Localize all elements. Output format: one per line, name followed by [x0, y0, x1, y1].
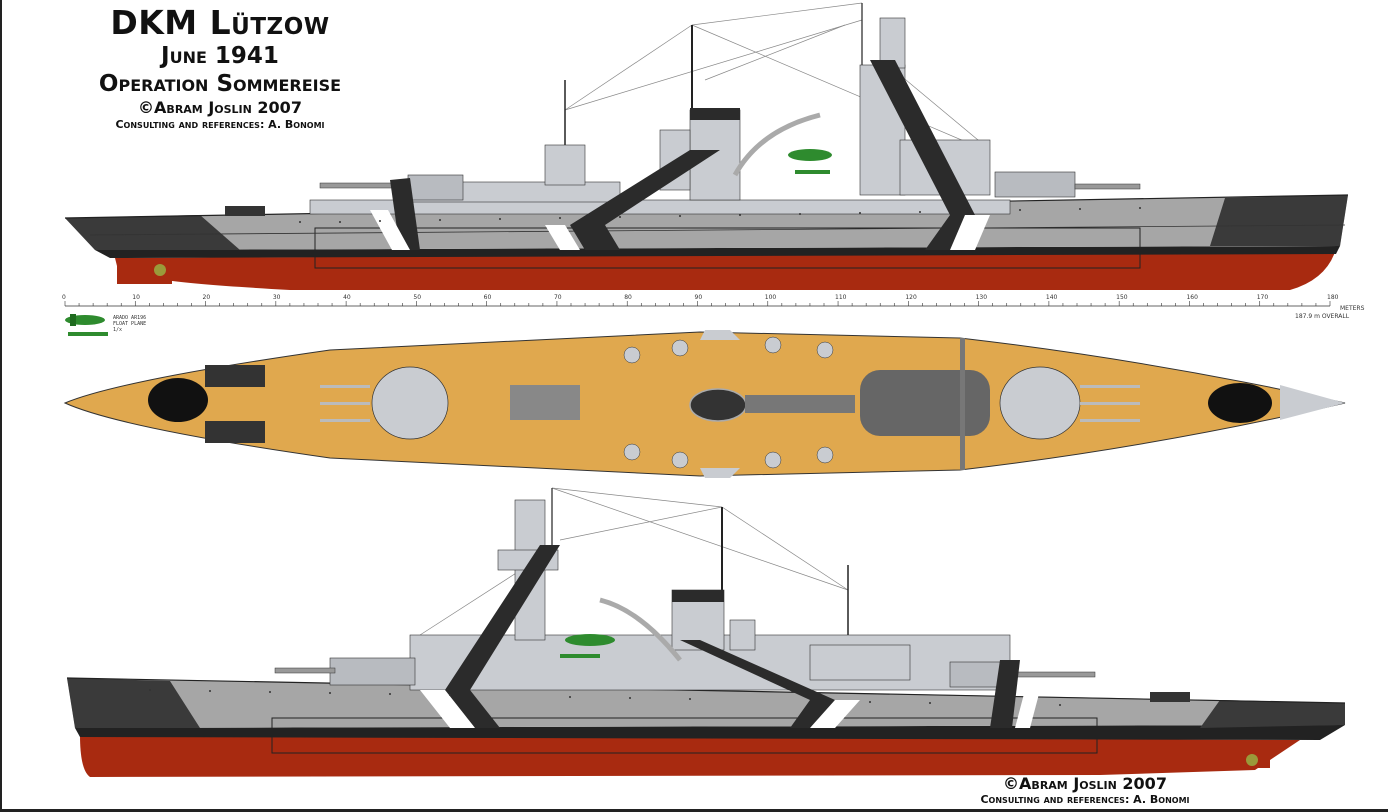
date-label: June 1941: [161, 43, 279, 69]
scale-tick-label: 160: [1186, 294, 1198, 301]
scale-tick-label: 70: [554, 294, 562, 301]
scale-tick-label: 0: [62, 294, 66, 301]
bow-damage: [1208, 383, 1272, 423]
bottom-aa-gun: [1150, 692, 1190, 702]
scale-tick-label: 50: [413, 294, 421, 301]
bottom-fore-turret: [329, 657, 416, 686]
scale-tick-label: 60: [484, 294, 492, 301]
floatplane-inset-label: ARADO AR196 FLOAT PLANE 1/x: [113, 315, 153, 333]
bottom-floatplane: [560, 634, 615, 658]
top-profile-view: [64, 2, 1349, 290]
consulting-label: Consulting and references: A. Bonomi: [115, 118, 325, 131]
title-block: DKM Lützow June 1941 Operation Sommereis…: [30, 4, 410, 132]
scale-tick-label: 170: [1257, 294, 1269, 301]
stern-damage: [148, 378, 208, 422]
stern-hatch-lower: [205, 421, 265, 443]
top-lower-hull-red: [115, 252, 1335, 290]
bottom-bow-dark: [67, 678, 200, 728]
floatplane-label-line-1: ARADO AR196: [113, 315, 147, 321]
copyright-label: ©Abram Joslin 2007: [138, 98, 302, 117]
top-aft-turret: [407, 174, 464, 201]
scale-overall-note: 187.9 m OVERALL: [1295, 313, 1350, 320]
bottom-profile-view: [66, 487, 1346, 777]
bottom-credit: ©Abram Joslin 2007 Consulting and refere…: [930, 774, 1240, 807]
scale-bar: 0 10 20 30 40 50 60 70 80 90 100 110 120 130 140 150 160…: [62, 294, 1339, 307]
plan-funnel: [689, 388, 747, 422]
plan-sponson-upper: [700, 330, 740, 340]
scale-tick-label: 30: [273, 294, 281, 301]
floatplane-label-line-3: 1/x: [113, 327, 123, 333]
ship-name: DKM Lützow: [110, 3, 330, 42]
plan-aft-turret: [320, 366, 449, 440]
top-bow-dark: [1210, 195, 1348, 246]
plan-breakwater: [960, 338, 965, 470]
image-border-bottom: [0, 809, 1388, 812]
floatplane-label-line-2: FLOAT PLANE: [113, 321, 147, 327]
scale-tick-label: 100: [765, 294, 777, 301]
bow-plate: [1280, 385, 1345, 420]
bottom-portholes: [149, 689, 1061, 706]
bottom-waterline-stripe: [75, 725, 1345, 740]
top-aa-gun: [225, 206, 265, 216]
top-floatplane: [788, 149, 832, 174]
top-fore-turret-barrel: [1074, 183, 1141, 190]
stern-hatch-upper: [205, 365, 265, 387]
bottom-stern-dark: [1200, 700, 1345, 728]
plan-catapult: [745, 395, 855, 413]
bottom-lower-hull-red: [80, 735, 1300, 777]
bottom-consulting-label: Consulting and references: A. Bonomi: [980, 793, 1190, 806]
scale-tick-label: 130: [976, 294, 988, 301]
top-rigging: [564, 2, 991, 151]
top-crane: [732, 112, 821, 177]
scale-tick-label: 40: [343, 294, 351, 301]
scale-unit-label: METERS: [1340, 305, 1365, 312]
scale-tick-label: 20: [203, 294, 211, 301]
top-armor-belt: [314, 227, 1141, 269]
bottom-propeller: [1246, 754, 1258, 766]
bottom-superstructure: [409, 499, 1011, 691]
scale-tick-label: 140: [1046, 294, 1058, 301]
plan-fore-turret: [999, 366, 1140, 440]
top-camouflage: [370, 60, 990, 250]
scale-tick-label: 90: [695, 294, 703, 301]
top-funnel-cap: [690, 108, 740, 120]
top-propeller: [154, 264, 166, 276]
scale-tick-label: 110: [835, 294, 847, 301]
operation-label: Operation Sommereise: [98, 71, 342, 97]
scale-tick-label: 10: [132, 294, 140, 301]
top-portholes: [299, 207, 1141, 223]
plan-secondary-guns: [623, 336, 834, 469]
scale-tick-label: 120: [905, 294, 917, 301]
floatplane-inset: [65, 314, 108, 336]
top-stern-dark: [65, 215, 240, 250]
plan-bridge: [860, 370, 990, 436]
plan-sponson-lower: [700, 468, 740, 478]
bottom-aft-turret-barrel: [1014, 671, 1096, 678]
scale-tick-label: 80: [624, 294, 632, 301]
bottom-fore-turret-barrel: [274, 667, 336, 674]
bottom-funnel-cap: [672, 590, 724, 602]
deck-plan-view: [63, 330, 1346, 478]
plan-aft-control: [510, 385, 580, 420]
top-fore-turret: [994, 171, 1076, 198]
scale-tick-label: 150: [1116, 294, 1128, 301]
bottom-camouflage: [420, 545, 1040, 728]
bottom-armor-belt: [271, 717, 1098, 754]
image-border-left: [0, 0, 2, 812]
bottom-crane: [599, 597, 682, 662]
bottom-copyright-label: ©Abram Joslin 2007: [1003, 774, 1167, 793]
scale-tick-label: 180: [1327, 294, 1339, 301]
